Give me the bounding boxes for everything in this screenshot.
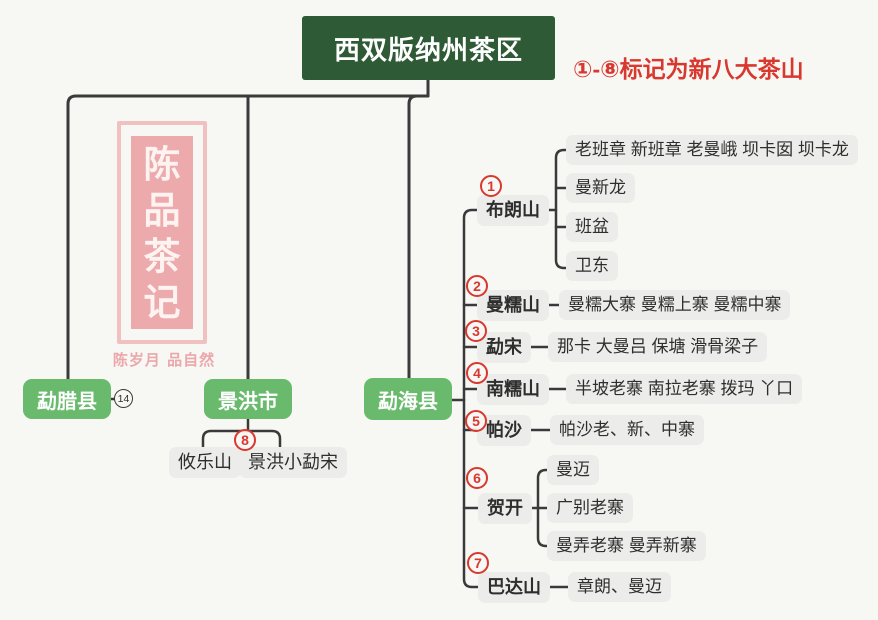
circled-number-5: 5: [465, 410, 487, 432]
village-node[interactable]: 帕沙老、新、中寨: [550, 415, 704, 445]
seal-char: 茶: [143, 233, 181, 278]
badge-14: 14: [114, 389, 133, 408]
mountain-node-mengsong[interactable]: 勐宋: [477, 332, 531, 364]
root-node-title[interactable]: 西双版纳州茶区: [302, 16, 555, 80]
village-node[interactable]: 章朗、曼迈: [568, 572, 671, 602]
circled-number-3: 3: [465, 320, 487, 342]
circled-number-4: 4: [466, 362, 488, 384]
village-node[interactable]: 卫东: [566, 251, 618, 281]
mountain-node-badashan[interactable]: 巴达山: [478, 572, 550, 604]
village-node[interactable]: 班盆: [566, 212, 618, 242]
legend-note: ①-⑧标记为新八大茶山: [573, 56, 804, 82]
seal-char: 陈: [143, 141, 181, 186]
seal-inner: 陈 品 茶 记: [131, 136, 193, 329]
circled-number-7: 7: [467, 552, 489, 574]
village-node[interactable]: 曼迈: [547, 455, 599, 485]
village-node[interactable]: 老班章 新班章 老曼峨 坝卡囡 坝卡龙: [566, 135, 858, 165]
mountain-node-jinghong-xiaomengsong[interactable]: 景洪小勐宋: [239, 447, 347, 479]
village-node[interactable]: 那卡 大曼吕 保塘 滑骨梁子: [548, 332, 768, 362]
seal-tagline: 陈岁月 品自然: [112, 351, 216, 369]
village-node[interactable]: 半坡老寨 南拉老寨 拨玛 丫口: [566, 374, 803, 404]
county-node-jinghong[interactable]: 景洪市: [204, 379, 292, 419]
circled-number-1: 1: [480, 175, 502, 197]
seal-char: 品: [143, 187, 181, 232]
brand-seal-watermark: 陈 品 茶 记: [117, 121, 207, 344]
circled-number-2: 2: [466, 275, 488, 297]
county-node-menghai[interactable]: 勐海县: [364, 378, 452, 420]
circled-number-8: 8: [234, 429, 256, 451]
county-node-mengla[interactable]: 勐腊县: [23, 379, 111, 419]
mountain-node-nannuoshan[interactable]: 南糯山: [477, 374, 549, 406]
mountain-node-mannuoshan[interactable]: 曼糯山: [477, 290, 549, 322]
village-node[interactable]: 广别老寨: [547, 493, 633, 523]
mountain-node-bulangshan[interactable]: 布朗山: [477, 195, 549, 227]
village-node[interactable]: 曼弄老寨 曼弄新寨: [547, 531, 706, 561]
village-node[interactable]: 曼新龙: [566, 173, 635, 203]
seal-char: 记: [143, 279, 181, 324]
circled-number-6: 6: [466, 467, 488, 489]
mountain-node-hekai[interactable]: 贺开: [478, 493, 532, 525]
village-node[interactable]: 曼糯大寨 曼糯上寨 曼糯中寨: [559, 290, 791, 320]
mountain-node-youleshan[interactable]: 攸乐山: [169, 447, 241, 479]
